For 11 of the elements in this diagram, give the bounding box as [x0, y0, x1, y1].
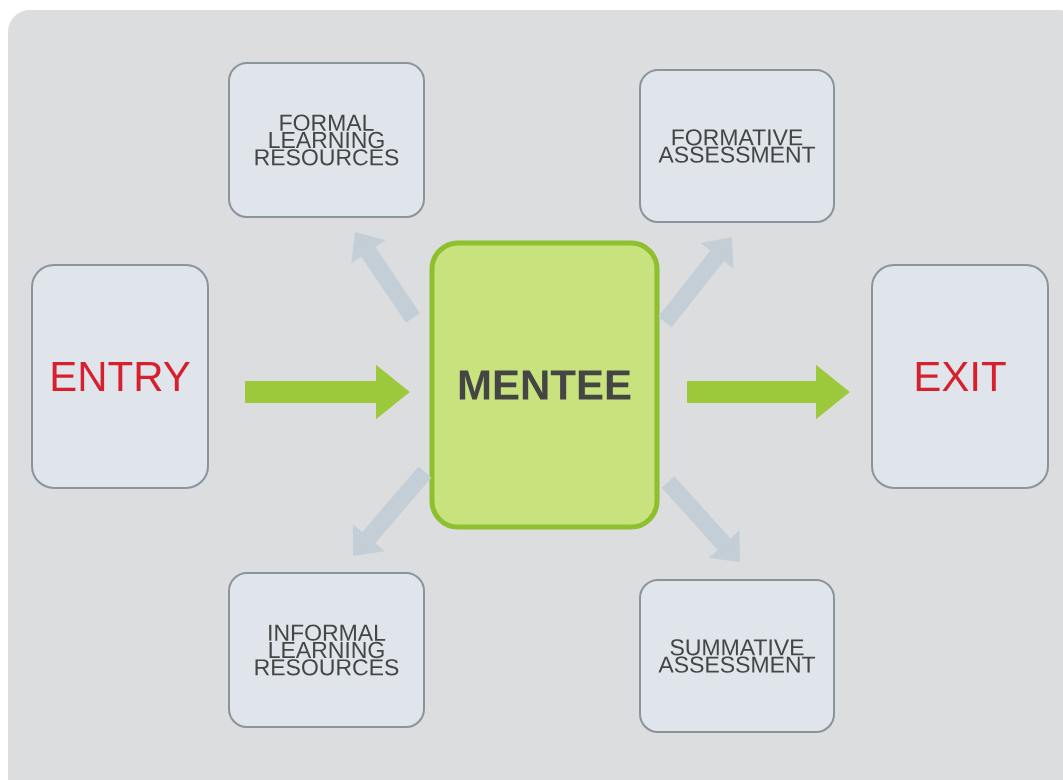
block-arrow: [658, 237, 734, 328]
block-arrow: [352, 466, 432, 556]
block-arrow: [351, 232, 421, 323]
text-box: INFORMAL LEARNING RESOURCES: [228, 572, 425, 728]
text-box: ENTRY: [31, 264, 209, 489]
text-box: FORMAL LEARNING RESOURCES: [228, 62, 425, 218]
text-box: SUMMATIVE ASSESSMENT: [639, 579, 835, 733]
block-arrow: [661, 476, 740, 562]
text-box: EXIT: [871, 264, 1049, 489]
center-box: MENTEE: [429, 240, 660, 530]
text-box: FORMATIVE ASSESSMENT: [639, 69, 835, 223]
